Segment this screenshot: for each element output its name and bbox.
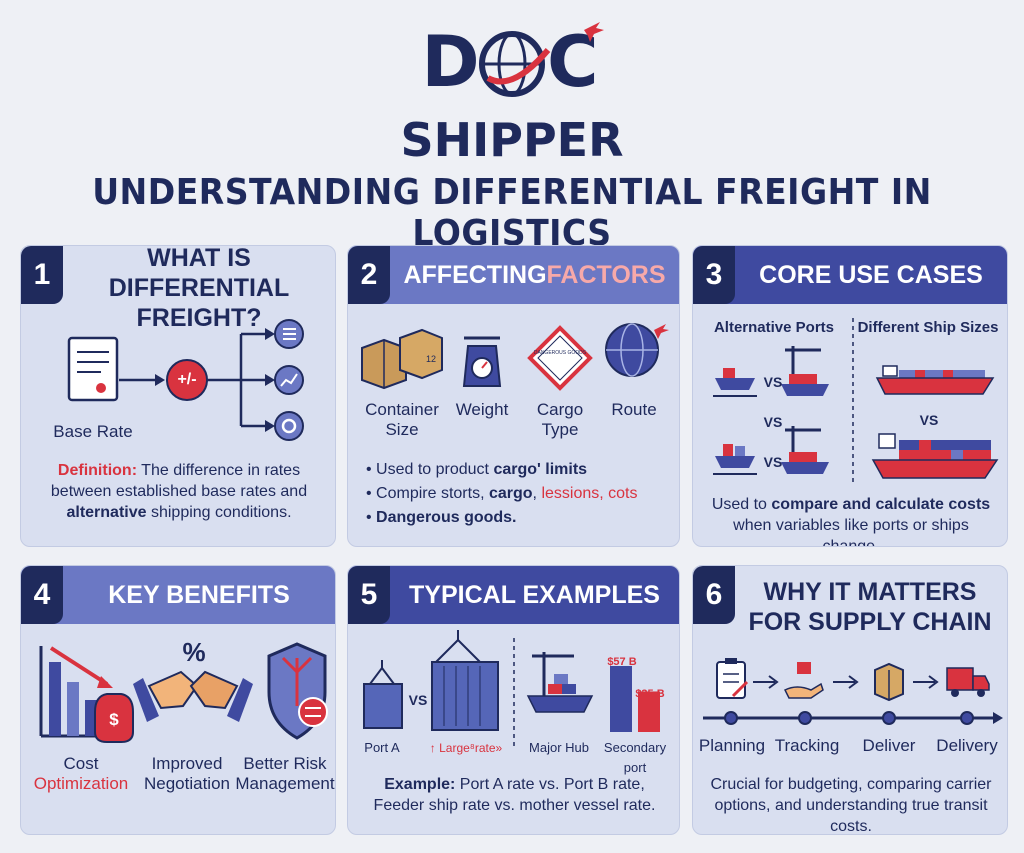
large-container-ship-icon xyxy=(871,433,999,479)
card-number: 1 xyxy=(21,246,63,304)
card-number: 4 xyxy=(21,566,63,624)
card-number: 3 xyxy=(693,246,735,304)
card-affecting-factors: AFFECTING FACTORS 2 12 DANGEROUS GOODS C… xyxy=(347,245,680,547)
airplane-icon xyxy=(584,22,604,42)
card-number: 5 xyxy=(348,566,390,624)
ship-icon xyxy=(713,444,757,475)
route-globe-icon xyxy=(605,323,669,377)
base-rate-label: Base Rate xyxy=(53,422,133,441)
alternative-ports-label: Alternative Ports xyxy=(713,319,835,336)
handshake-icon xyxy=(133,670,253,722)
card-number: 6 xyxy=(693,566,735,624)
page-title: UNDERSTANDING DIFFERENTIAL FREIGHT IN LO… xyxy=(92,172,932,254)
gear-icon xyxy=(274,411,304,441)
logo-shipper-text: SHIPPER xyxy=(400,113,623,158)
card-typical-examples: TYPICAL EXAMPLES 5 xyxy=(347,565,680,835)
secondary-port-label: Secondary port xyxy=(603,740,667,775)
chart-icon xyxy=(274,365,304,395)
hazard-icon: DANGEROUS GOODS xyxy=(527,325,593,391)
factor-container-size: Container Size xyxy=(365,400,439,439)
val-high-label: $57 B xyxy=(607,656,637,668)
factor-weight: Weight xyxy=(455,400,509,419)
plus-minus-label: +/- xyxy=(177,371,197,388)
rate-bars xyxy=(610,666,660,732)
card-title: WHY IT MATTERS FOR SUPPLY CHAIN xyxy=(748,578,992,636)
truck-icon xyxy=(946,667,990,697)
bullet-2: Compire storts, cargo, lessions, cots xyxy=(366,482,672,506)
step-deliver: Deliver xyxy=(862,736,916,755)
vs-label: VS xyxy=(763,374,783,390)
dollar-glyph: $ xyxy=(109,710,119,729)
bullet-3: Dangerous goods. xyxy=(366,506,672,530)
ship-icon xyxy=(713,368,757,397)
large-container-icon xyxy=(431,630,499,731)
vs-label: VS xyxy=(763,454,783,470)
crane-ship-icon xyxy=(781,346,829,396)
timeline-node xyxy=(724,711,738,725)
benefit-icons xyxy=(39,642,328,743)
doc-shipper-logo: DOC SHIPPER xyxy=(400,21,623,158)
hand-box-icon xyxy=(783,662,824,699)
package-icon xyxy=(874,662,904,702)
example-text: Example: Port A rate vs. Port B rate,Fee… xyxy=(373,776,656,814)
use-case-description: Used to compare and calculate costs when… xyxy=(711,496,991,547)
timeline-node xyxy=(960,711,974,725)
hub-crane-icon xyxy=(526,652,594,713)
shield-icon xyxy=(267,642,328,740)
card-title: AFFECTING FACTORS xyxy=(348,246,679,304)
card-title: CORE USE CASES xyxy=(693,246,1007,304)
crane-ship-icon xyxy=(781,426,829,474)
card-title: WHAT IS DIFFERENTIAL FREIGHT? xyxy=(108,245,290,332)
example-icons xyxy=(363,630,660,746)
card-number: 2 xyxy=(348,246,390,304)
small-container-ship-icon xyxy=(875,365,995,395)
card-title: TYPICAL EXAMPLES xyxy=(348,566,679,624)
port-a-label: Port A xyxy=(364,740,400,755)
svg-text:DANGEROUS GOODS: DANGEROUS GOODS xyxy=(534,350,587,356)
bar-high xyxy=(610,666,632,732)
globe-icon xyxy=(479,31,551,97)
document-icon xyxy=(67,336,119,402)
factor-icons: 12 DANGEROUS GOODS xyxy=(361,323,669,391)
use-case-icons xyxy=(713,318,999,486)
clipboard-icon xyxy=(716,658,749,699)
bullet-1: Used to product cargo' limits xyxy=(366,458,672,482)
step-delivery: Delivery xyxy=(936,736,998,755)
vs-label: VS xyxy=(408,692,428,708)
factor-route: Route xyxy=(611,400,657,419)
boxes-icon: 12 xyxy=(361,328,443,390)
supply-chain-flow xyxy=(703,658,1003,725)
percent-glyph: % xyxy=(182,637,206,667)
card-why-it-matters: WHY IT MATTERS FOR SUPPLY CHAIN 6 xyxy=(692,565,1008,835)
step-tracking: Tracking xyxy=(774,736,840,755)
vs-label: VS xyxy=(763,414,783,430)
flow-diagram xyxy=(67,319,304,441)
factor-bullets: Used to product cargo' limits Compire st… xyxy=(366,458,672,530)
card-core-use-cases: CORE USE CASES 3 Alternative Ports Diffe… xyxy=(692,245,1008,547)
why-description: Crucial for budgeting, comparing carrier… xyxy=(710,776,992,835)
scale-icon xyxy=(462,336,502,387)
factor-cargo-type: Cargo Type xyxy=(536,400,584,439)
timeline-node xyxy=(798,711,812,725)
definition-text: Definition: The difference in rates betw… xyxy=(50,462,308,521)
svg-text:12: 12 xyxy=(426,354,436,364)
timeline-node xyxy=(882,711,896,725)
different-ship-sizes-label: Different Ship Sizes xyxy=(857,319,999,336)
large-rate-label: ↑ Large⁸rate» xyxy=(429,741,503,755)
bar-low xyxy=(638,691,660,732)
card-what-is: WHAT IS DIFFERENTIAL FREIGHT? 1 xyxy=(20,245,336,547)
val-low-label: $35 B xyxy=(635,688,665,700)
small-container-icon xyxy=(363,660,403,729)
vs-label: VS xyxy=(919,412,939,428)
step-planning: Planning xyxy=(698,736,766,755)
major-hub-label: Major Hub xyxy=(529,740,589,755)
list-icon xyxy=(274,319,304,349)
money-bag-icon xyxy=(94,693,134,743)
card-title: KEY BENEFITS xyxy=(21,566,335,624)
